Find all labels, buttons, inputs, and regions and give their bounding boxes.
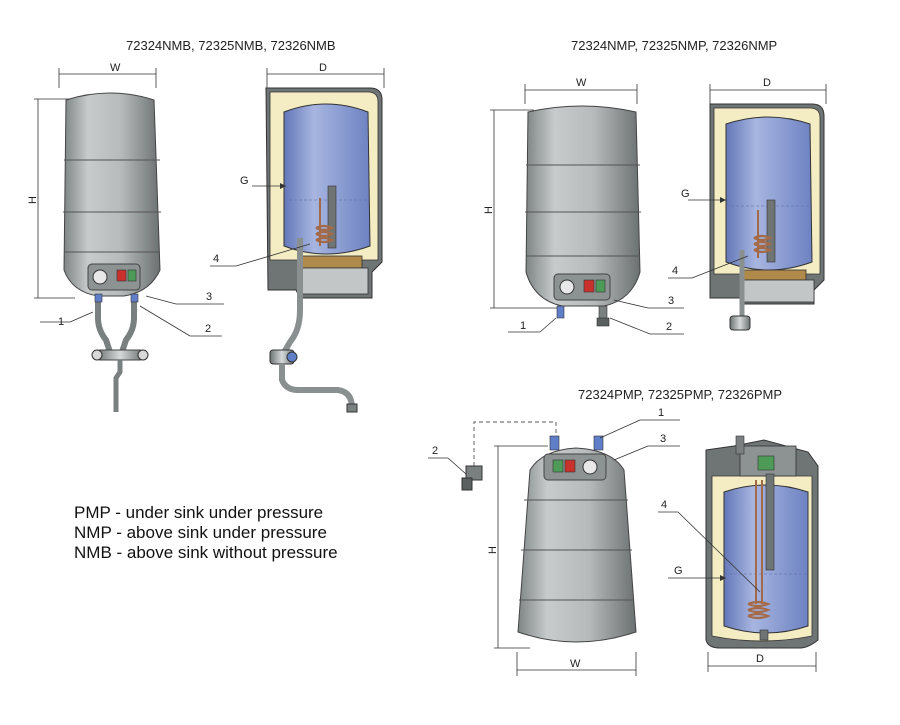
callout-4: 4 bbox=[213, 253, 219, 265]
nmp-callout-4: 4 bbox=[672, 265, 678, 277]
callout-2: 2 bbox=[205, 323, 211, 335]
pmp-gap-label: G bbox=[674, 565, 683, 577]
pmp-title: 72324PMP, 72325PMP, 72326PMP bbox=[578, 387, 782, 402]
nmb-front-callouts: 1 2 3 bbox=[40, 291, 224, 337]
pmp-depth-label: D bbox=[756, 653, 764, 665]
legend-nmb: NMB - above sink without pressure bbox=[74, 543, 338, 562]
nmp-height-label: H bbox=[483, 206, 495, 214]
callout-1: 1 bbox=[58, 316, 64, 328]
pmp-height-label: H bbox=[487, 546, 499, 554]
type-legend: PMP - under sink under pressure NMP - ab… bbox=[74, 503, 338, 563]
nmb-front-view: W H bbox=[27, 62, 161, 412]
nmp-callout-2: 2 bbox=[666, 321, 672, 333]
nmp-section-view: D bbox=[709, 77, 827, 331]
nmb-height-label: H bbox=[27, 196, 39, 204]
nmp-callout-1: 1 bbox=[520, 320, 526, 332]
nmb-section-callouts: G 4 bbox=[210, 175, 311, 267]
nmb-gap-label: G bbox=[240, 175, 249, 187]
pmp-callout-3: 3 bbox=[660, 433, 666, 445]
pmp-width-label: W bbox=[570, 658, 581, 670]
legend-nmp: NMP - above sink under pressure bbox=[74, 523, 327, 542]
nmp-front-callouts: 1 2 3 bbox=[508, 295, 684, 335]
nmp-callout-3: 3 bbox=[668, 295, 674, 307]
nmp-gap-label: G bbox=[681, 188, 690, 200]
pmp-callout-2: 2 bbox=[432, 445, 438, 457]
nmb-section-view: D bbox=[265, 62, 385, 413]
nmp-depth-label: D bbox=[763, 77, 771, 89]
pmp-callout-1: 1 bbox=[658, 407, 664, 419]
pmp-callout-4: 4 bbox=[661, 499, 667, 511]
callout-3: 3 bbox=[206, 291, 212, 303]
nmp-section-callouts: G 4 bbox=[668, 188, 749, 279]
pmp-front-view: H W bbox=[461, 421, 637, 676]
pmp-section-callouts: 4 G bbox=[658, 499, 761, 593]
nmp-width-label: W bbox=[576, 77, 587, 89]
pmp-section-view: D bbox=[705, 435, 819, 672]
nmb-width-label: W bbox=[110, 62, 121, 74]
nmp-title: 72324NMP, 72325NMP, 72326NMP bbox=[571, 38, 777, 53]
nmb-title: 72324NMB, 72325NMB, 72326NMB bbox=[126, 38, 336, 53]
pmp-front-callouts: 1 2 3 bbox=[428, 407, 680, 475]
nmb-depth-label: D bbox=[319, 62, 327, 74]
legend-pmp: PMP - under sink under pressure bbox=[74, 503, 324, 522]
nmp-front-view: W H bbox=[483, 77, 641, 327]
